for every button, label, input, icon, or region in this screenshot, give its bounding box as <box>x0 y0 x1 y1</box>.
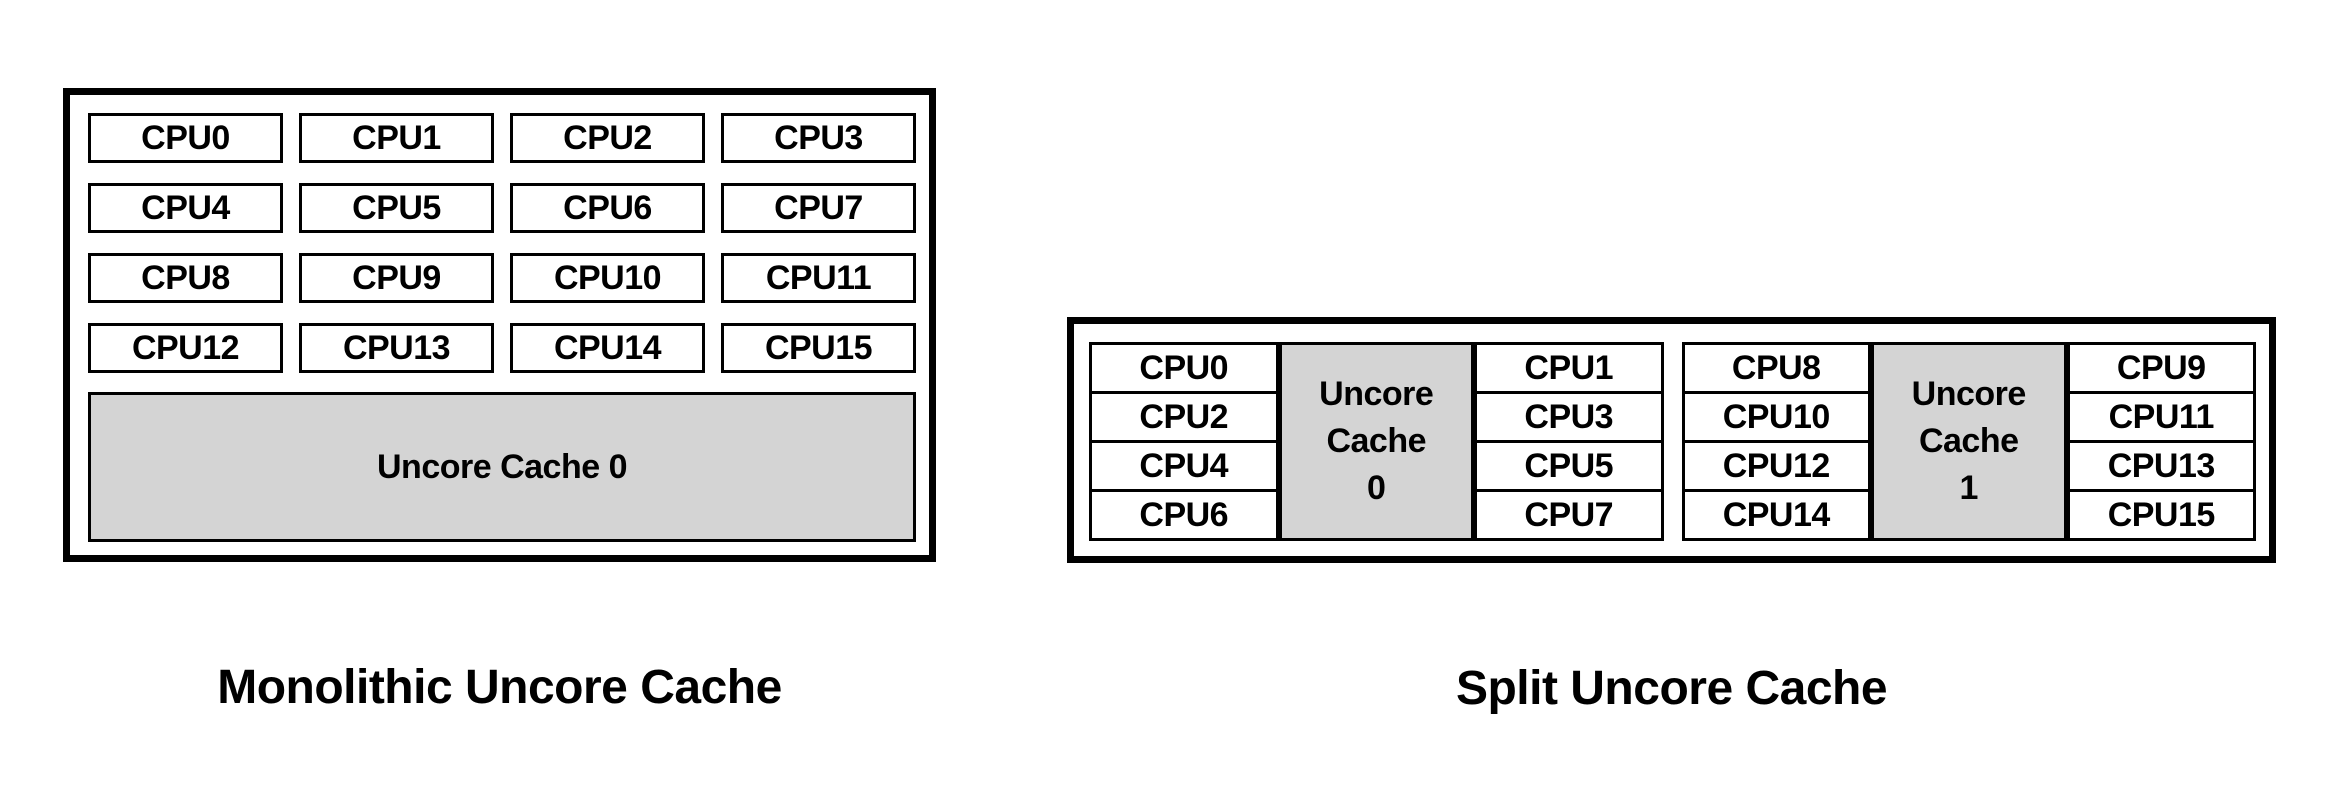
cpu-box: CPU8 <box>88 253 283 303</box>
split-caption: Split Uncore Cache <box>1455 662 1888 715</box>
cluster-0-right-cpu-column: CPU1 CPU3 CPU5 CPU7 <box>1474 342 1664 541</box>
cpu-box: CPU1 <box>299 113 494 163</box>
cpu-box: CPU15 <box>721 323 916 373</box>
cpu-box: CPU12 <box>1681 440 1871 492</box>
cluster-0-left-cpu-column: CPU0 CPU2 CPU4 CPU6 <box>1089 342 1279 541</box>
cpu-box: CPU6 <box>1089 489 1279 541</box>
cpu-box: CPU2 <box>510 113 705 163</box>
cpu-box: CPU7 <box>1474 489 1664 541</box>
cpu-box: CPU4 <box>88 183 283 233</box>
split-diagram: CPU0 CPU2 CPU4 CPU6 Uncore Cache 0 CPU1 … <box>1067 317 2276 716</box>
cpu-box: CPU3 <box>1474 391 1664 443</box>
cache-label-line: Uncore <box>1319 375 1434 414</box>
monolithic-package-box: CPU0 CPU1 CPU2 CPU3 CPU4 CPU5 CPU6 CPU7 … <box>63 88 936 562</box>
monolithic-cpu-grid: CPU0 CPU1 CPU2 CPU3 CPU4 CPU5 CPU6 CPU7 … <box>88 113 916 373</box>
cluster-1-right-cpu-column: CPU9 CPU11 CPU13 CPU15 <box>2066 342 2256 541</box>
split-package-box: CPU0 CPU2 CPU4 CPU6 Uncore Cache 0 CPU1 … <box>1067 317 2276 563</box>
cpu-box: CPU14 <box>1681 489 1871 541</box>
cpu-box: CPU1 <box>1474 342 1664 394</box>
cpu-box: CPU0 <box>1089 342 1279 394</box>
cpu-box: CPU15 <box>2066 489 2256 541</box>
cpu-box: CPU11 <box>2066 391 2256 443</box>
cluster-1-left-cpu-column: CPU8 CPU10 CPU12 CPU14 <box>1681 342 1871 541</box>
cpu-box: CPU9 <box>2066 342 2256 394</box>
uncore-cache-1-split-box: Uncore Cache 1 <box>1871 342 2067 541</box>
monolithic-caption: Monolithic Uncore Cache <box>217 661 782 714</box>
cpu-box: CPU4 <box>1089 440 1279 492</box>
cpu-box: CPU5 <box>1474 440 1664 492</box>
cpu-box: CPU9 <box>299 253 494 303</box>
cpu-box: CPU13 <box>2066 440 2256 492</box>
split-cluster-0: CPU0 CPU2 CPU4 CPU6 Uncore Cache 0 CPU1 … <box>1089 342 1664 541</box>
cache-label-line: Cache <box>1918 422 2019 461</box>
cache-label-line: 0 <box>1367 468 1386 507</box>
cpu-box: CPU7 <box>721 183 916 233</box>
cpu-box: CPU13 <box>299 323 494 373</box>
cpu-box: CPU6 <box>510 183 705 233</box>
cpu-box: CPU10 <box>1681 391 1871 443</box>
cpu-box: CPU12 <box>88 323 283 373</box>
cpu-box: CPU2 <box>1089 391 1279 443</box>
cpu-box: CPU10 <box>510 253 705 303</box>
cpu-box: CPU11 <box>721 253 916 303</box>
cache-label-line: Uncore <box>1911 375 2027 414</box>
cpu-box: CPU14 <box>510 323 705 373</box>
cache-label-line: 1 <box>1959 468 1979 507</box>
cache-label-line: Cache <box>1326 422 1427 461</box>
uncore-cache-0-split-box: Uncore Cache 0 <box>1278 342 1474 541</box>
monolithic-diagram: CPU0 CPU1 CPU2 CPU3 CPU4 CPU5 CPU6 CPU7 … <box>63 88 936 715</box>
cpu-box: CPU0 <box>88 113 283 163</box>
cpu-box: CPU8 <box>1681 342 1871 394</box>
split-cluster-1: CPU8 CPU10 CPU12 CPU14 Uncore Cache 1 CP… <box>1681 342 2256 541</box>
cpu-box: CPU3 <box>721 113 916 163</box>
uncore-cache-0-box: Uncore Cache 0 <box>88 392 916 542</box>
cpu-box: CPU5 <box>299 183 494 233</box>
